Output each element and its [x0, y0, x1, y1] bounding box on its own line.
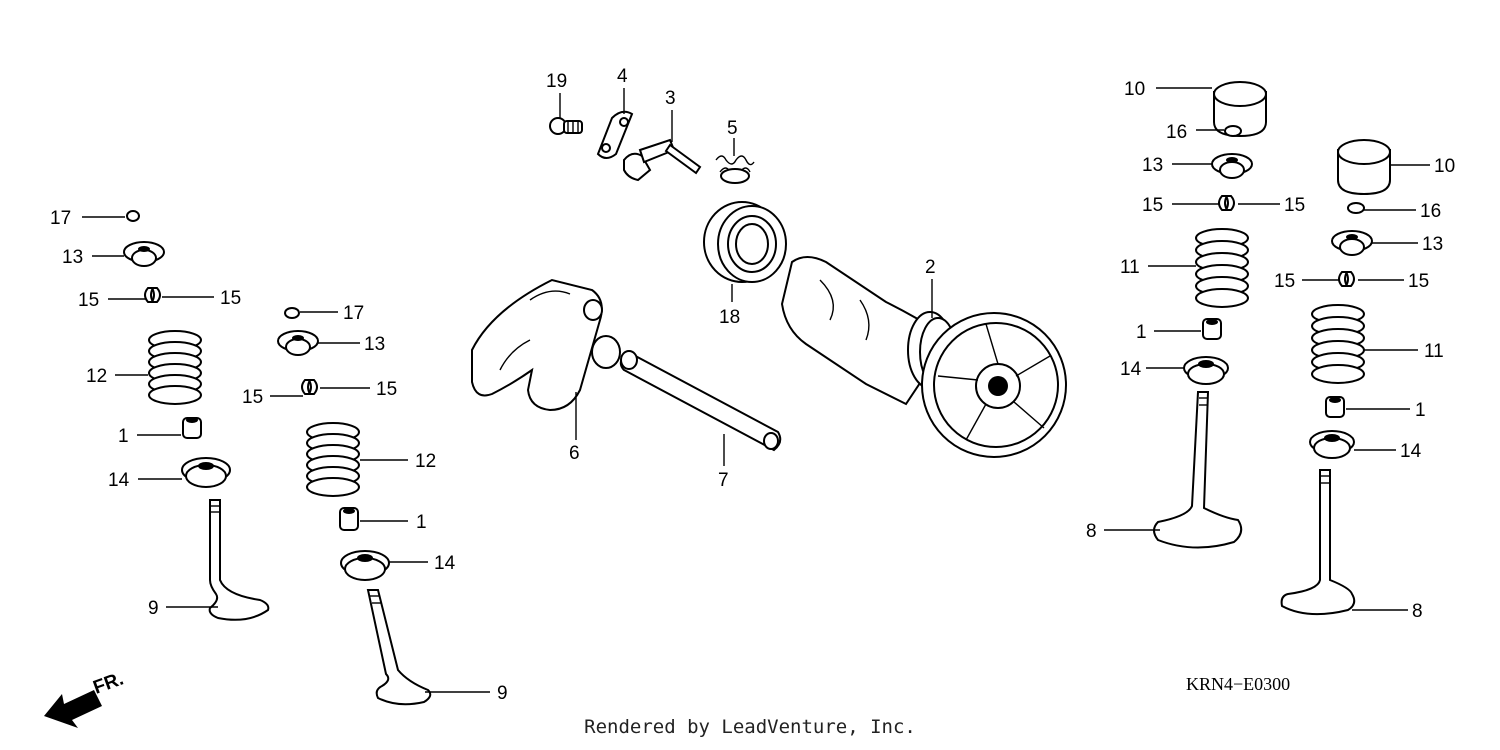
part-5-spring — [715, 155, 755, 184]
callout-16b: 16 — [1420, 201, 1441, 222]
part-8-a — [1153, 391, 1243, 549]
part-15-a — [144, 287, 161, 303]
callout-13d: 13 — [1422, 234, 1443, 255]
part-13-c — [1211, 153, 1253, 179]
callout-15d: 15 — [376, 379, 397, 400]
callout-11b: 11 — [1424, 341, 1444, 362]
front-direction-arrow — [44, 690, 102, 728]
part-16-a — [1224, 125, 1242, 137]
callout-4: 4 — [617, 66, 628, 87]
callout-10a: 10 — [1124, 79, 1145, 100]
decompressor-parts — [549, 88, 755, 184]
callout-2: 2 — [925, 257, 936, 278]
callout-9b: 9 — [497, 683, 508, 704]
part-14-d — [1309, 430, 1355, 459]
diagram-code: KRN4−E0300 — [1186, 674, 1290, 694]
part-11-a — [1195, 228, 1249, 308]
callout-5: 5 — [727, 118, 738, 139]
part-19-bolt — [549, 117, 583, 135]
callout-1c: 1 — [1136, 322, 1147, 343]
callout-1a: 1 — [118, 426, 129, 447]
part-13-d — [1331, 230, 1373, 256]
callout-1d: 1 — [1415, 400, 1426, 421]
callout-15h: 15 — [1408, 271, 1429, 292]
part-15-g — [1338, 271, 1355, 287]
callout-8a: 8 — [1086, 521, 1097, 542]
part-1-c — [1202, 318, 1222, 340]
part-7-rocker-shaft — [619, 350, 782, 452]
callout-15b: 15 — [220, 288, 241, 309]
callout-13c: 13 — [1142, 155, 1163, 176]
part-1-a — [182, 417, 202, 439]
callout-12a: 12 — [86, 366, 107, 387]
part-17-b — [284, 307, 300, 319]
valve-assembly-left-b — [270, 307, 490, 706]
part-14-b — [340, 550, 390, 581]
part-12-b — [306, 422, 360, 497]
part-15-e — [1218, 195, 1235, 211]
callout-12b: 12 — [415, 451, 436, 472]
callout-19: 19 — [546, 71, 567, 92]
callout-13a: 13 — [62, 247, 83, 268]
callout-6: 6 — [569, 443, 580, 464]
callout-15e: 15 — [1142, 195, 1163, 216]
part-4-plate — [596, 110, 634, 159]
part-17-a — [126, 210, 140, 222]
part-18-bearing — [703, 201, 787, 283]
cam-sprocket — [921, 312, 1067, 458]
part-15-c — [301, 379, 318, 395]
part-14-c — [1183, 356, 1229, 385]
callout-15a: 15 — [78, 290, 99, 311]
callout-10b: 10 — [1434, 156, 1455, 177]
part-8-b — [1280, 469, 1356, 616]
callout-8b: 8 — [1412, 601, 1423, 622]
callout-13b: 13 — [364, 334, 385, 355]
callout-11a: 11 — [1120, 257, 1140, 278]
part-9-b — [366, 589, 432, 706]
part-1-b — [339, 507, 359, 531]
callout-17a: 17 — [50, 208, 71, 229]
part-16-b — [1347, 202, 1365, 214]
callout-15c: 15 — [242, 387, 263, 408]
part-10-a — [1213, 81, 1267, 138]
callout-15g: 15 — [1274, 271, 1295, 292]
valve-assembly-right-b — [1280, 139, 1430, 616]
part-9-a — [208, 499, 270, 621]
callout-18: 18 — [719, 307, 740, 328]
callout-17b: 17 — [343, 303, 364, 324]
part-1-d — [1325, 396, 1345, 418]
part-12-a — [148, 330, 202, 405]
callout-9a: 9 — [148, 598, 159, 619]
credit-line: Rendered by LeadVenture, Inc. — [584, 716, 916, 738]
callout-15f: 15 — [1284, 195, 1305, 216]
part-11-b — [1311, 304, 1365, 384]
part-10-b — [1337, 139, 1391, 196]
part-6-rocker-arm — [471, 278, 621, 412]
part-13-a — [123, 241, 165, 267]
callout-7: 7 — [718, 470, 729, 491]
callout-labels: 17 13 15 15 12 1 14 9 17 13 15 15 12 1 1… — [50, 66, 1455, 704]
callout-16a: 16 — [1166, 122, 1187, 143]
callout-14c: 14 — [1120, 359, 1142, 380]
part-14-a — [181, 457, 231, 488]
part-13-b — [277, 330, 319, 356]
callout-1b: 1 — [416, 512, 427, 533]
valve-assembly-right-a — [1104, 81, 1280, 549]
front-direction-label: FR. — [91, 668, 127, 698]
callout-3: 3 — [665, 88, 676, 109]
callout-14a: 14 — [108, 470, 130, 491]
valve-assembly-left-a — [82, 210, 270, 621]
callout-14b: 14 — [434, 553, 456, 574]
part-3-shaft — [623, 138, 702, 182]
callout-14d: 14 — [1400, 441, 1422, 462]
